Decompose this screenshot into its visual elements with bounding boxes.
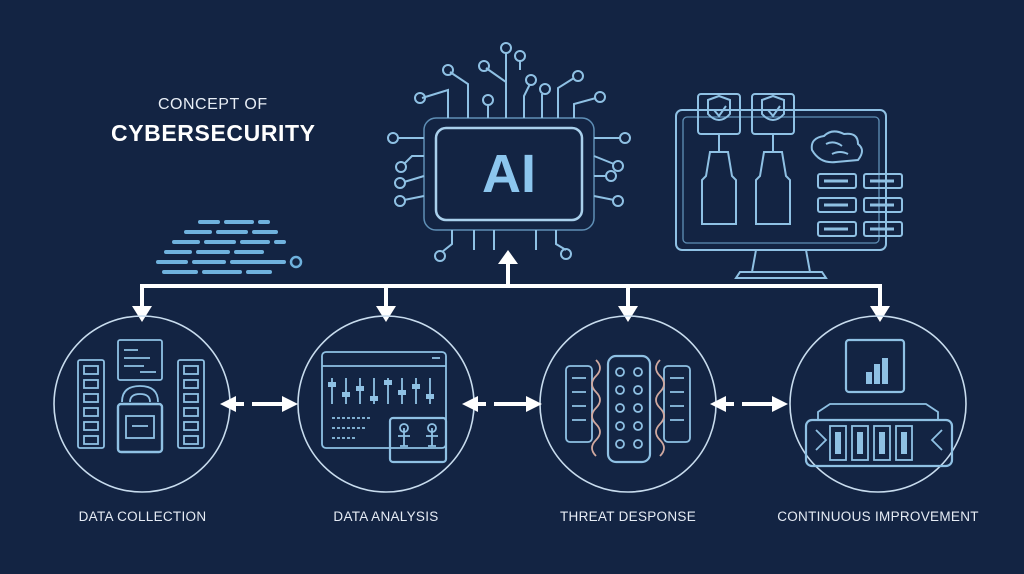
bidirectional-arrows [220,396,788,412]
stage-circle-continuous-improvement [789,315,967,493]
ai-chip-label: AI [482,144,536,204]
title-line-2: CYBERSECURITY [111,120,316,146]
arrowheads [132,250,890,322]
title-line-1: CONCEPT OF [158,96,268,113]
stage-label-data-collection: DATA COLLECTION [78,509,207,524]
stage-label-threat-response: THREAT DESPONSE [559,509,697,524]
continuous-improvement-icon [804,338,954,468]
threat-response-icon [565,354,691,464]
ai-chip-icon [387,42,631,262]
data-collection-icon [77,339,205,454]
monitor-icon [675,93,903,279]
data-analysis-icon [321,351,448,464]
stage-label-continuous-improvement: CONTINUOUS IMPROVEMENT [777,509,979,524]
connector-arrows [140,264,882,308]
stage-label-data-analysis: DATA ANALYSIS [333,509,439,524]
data-stream-icon [156,220,286,274]
stage-circle-data-analysis [297,315,475,493]
stream-node [289,255,303,269]
